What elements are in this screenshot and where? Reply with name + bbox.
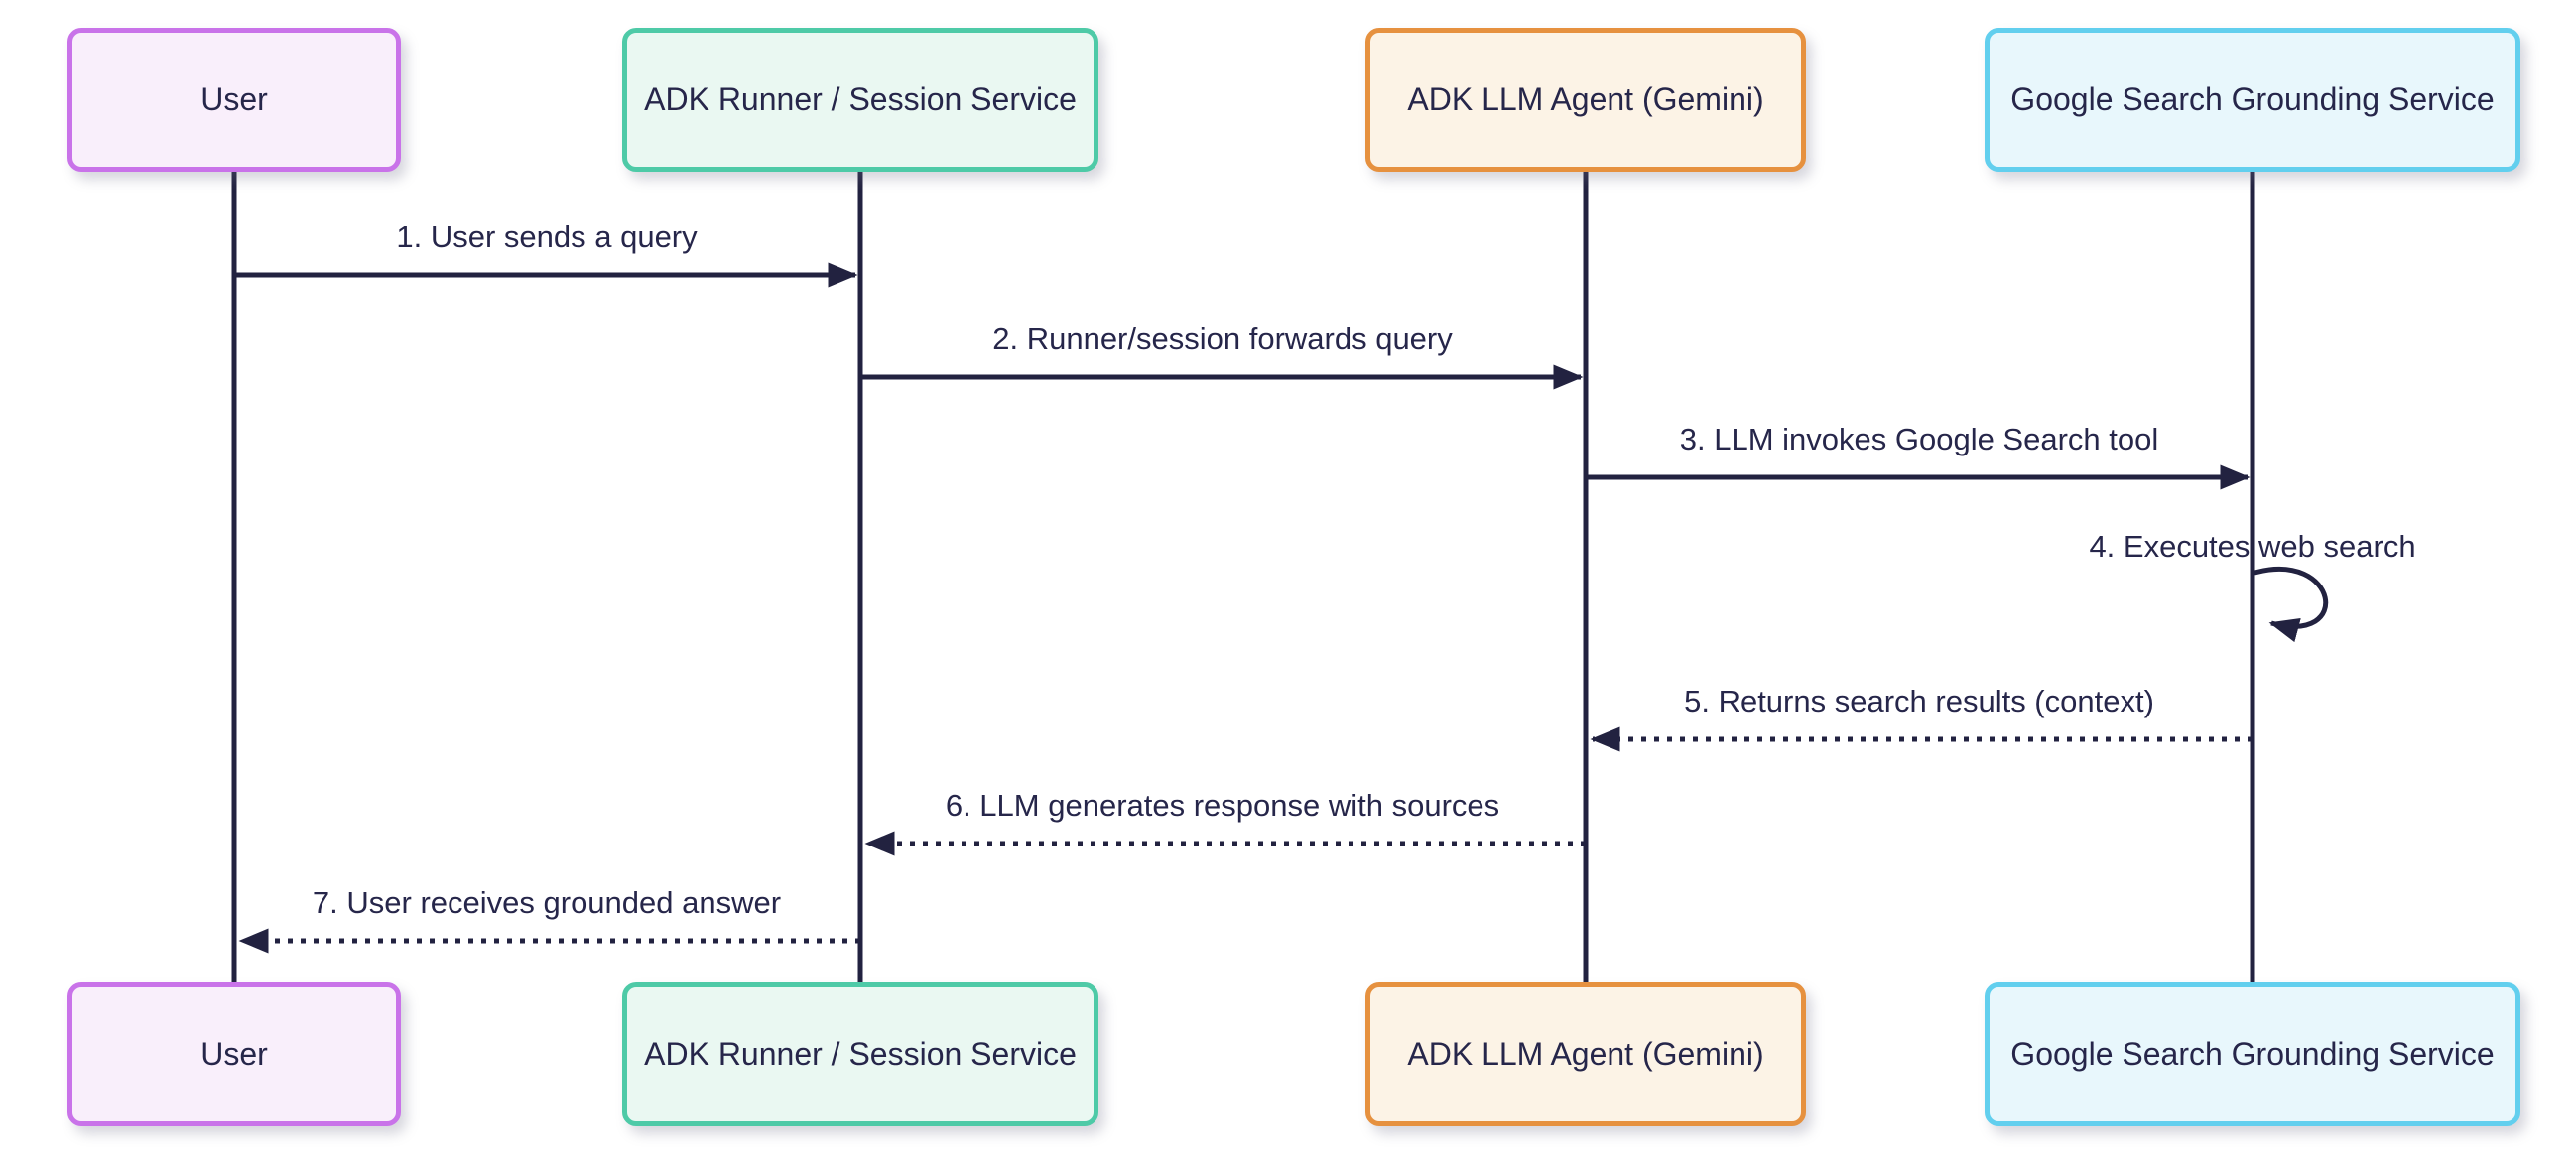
participant-user-label: User	[200, 81, 268, 118]
message-2-label: 2. Runner/session forwards query	[992, 322, 1453, 356]
participant-agent-label: ADK LLM Agent (Gemini)	[1407, 81, 1764, 118]
message-5-label: 5. Returns search results (context)	[1684, 684, 2154, 718]
message-4-label: 4. Executes web search	[2089, 529, 2416, 564]
participant-user-label-bottom: User	[200, 1036, 268, 1073]
message-1-label: 1. User sends a query	[396, 219, 698, 254]
participant-agent-label-bottom: ADK LLM Agent (Gemini)	[1407, 1036, 1764, 1073]
participant-runner-label: ADK Runner / Session Service	[644, 81, 1077, 118]
participant-agent-top: ADK LLM Agent (Gemini)	[1365, 28, 1806, 172]
participant-user-bottom: User	[67, 982, 401, 1126]
participant-google-top: Google Search Grounding Service	[1985, 28, 2520, 172]
participant-google-label: Google Search Grounding Service	[2010, 81, 2495, 118]
participant-runner-top: ADK Runner / Session Service	[622, 28, 1098, 172]
participant-google-label-bottom: Google Search Grounding Service	[2010, 1036, 2495, 1073]
participant-runner-bottom: ADK Runner / Session Service	[622, 982, 1098, 1126]
message-6-label: 6. LLM generates response with sources	[945, 788, 1500, 823]
message-7-label: 7. User receives grounded answer	[312, 885, 782, 920]
arrow-message-4-self-loop	[2254, 566, 2329, 643]
message-3-label: 3. LLM invokes Google Search tool	[1679, 422, 2159, 456]
participant-user-top: User	[67, 28, 401, 172]
participant-runner-label-bottom: ADK Runner / Session Service	[644, 1036, 1077, 1073]
participant-agent-bottom: ADK LLM Agent (Gemini)	[1365, 982, 1806, 1126]
participant-google-bottom: Google Search Grounding Service	[1985, 982, 2520, 1126]
